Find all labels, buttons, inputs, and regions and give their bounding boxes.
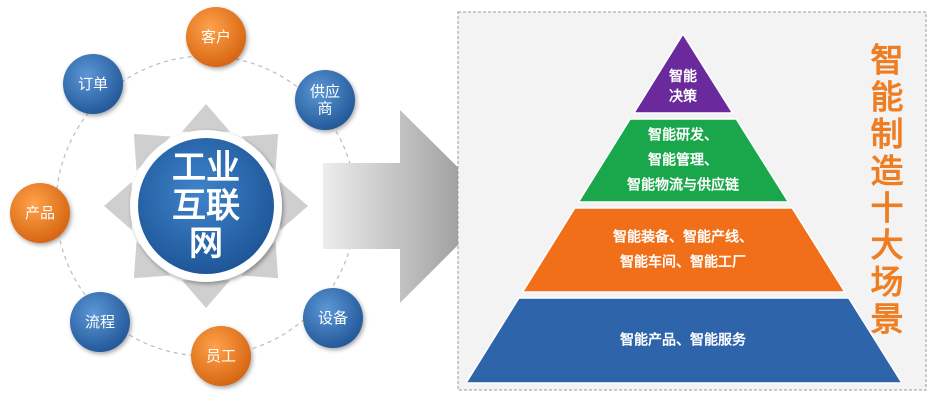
- pyramid-level-label: 智能: [668, 68, 697, 85]
- hub-label-line: 网: [189, 224, 223, 264]
- side-title-char: 大: [871, 226, 904, 265]
- hub-arrowhead: [181, 104, 231, 132]
- satellite-order: 订单: [63, 54, 123, 114]
- pyramid-level-rnd-mgmt-logistics: 智能研发、智能管理、智能物流与供应链: [577, 118, 790, 203]
- pyramid-level-product-service: 智能产品、智能服务: [464, 297, 904, 384]
- transition-arrow: [323, 110, 497, 303]
- satellite-label: 订单: [78, 75, 108, 93]
- satellite-label: 员工: [206, 347, 236, 365]
- satellite-label: 客户: [201, 28, 231, 46]
- hub-arrowhead: [133, 133, 171, 171]
- pyramid-level-shape: [577, 118, 790, 203]
- side-title-char: 景: [871, 300, 904, 339]
- pyramid-level-label: 智能物流与供应链: [626, 177, 740, 194]
- pyramid-level-shape: [632, 32, 734, 114]
- hub-circle: [138, 138, 274, 274]
- hub-arrowhead: [133, 241, 171, 279]
- pyramid-level-label: 决策: [669, 88, 698, 105]
- hub-arrowhead: [241, 133, 279, 171]
- hub-label-line: 工业: [172, 148, 240, 188]
- satellite-equipment: 设备: [303, 288, 363, 348]
- satellite-circle: [63, 54, 123, 114]
- pyramid-level-label: 智能管理、: [647, 152, 718, 169]
- hub-arrows: [104, 104, 308, 308]
- satellite-circle: [303, 288, 363, 348]
- hub-arrowhead: [241, 241, 279, 279]
- pyramid-level-label: 智能产品、智能服务: [619, 332, 747, 349]
- satellite-label: 设备: [318, 309, 348, 327]
- hub-arrowhead: [280, 181, 308, 231]
- satellite-circle: [191, 326, 251, 386]
- satellite-employee: 员工: [191, 326, 251, 386]
- satellite-supplier: 供应商: [295, 70, 355, 130]
- pyramid-level-label: 智能车间、智能工厂: [619, 254, 746, 271]
- satellite-label: 供应: [310, 83, 340, 101]
- pyramid-level-shape: [521, 207, 847, 293]
- satellite-product: 产品: [10, 183, 70, 243]
- pyramid: 智能决策智能研发、智能管理、智能物流与供应链智能装备、智能产线、智能车间、智能工…: [464, 32, 904, 384]
- side-title-char: 能: [871, 78, 904, 117]
- satellite-circle: [295, 70, 355, 130]
- hub-node: [130, 130, 282, 282]
- side-title-char: 造: [871, 152, 904, 191]
- satellite-label: 产品: [25, 204, 55, 222]
- satellite-customer: 客户: [186, 7, 246, 67]
- pyramid-level-label: 智能研发、: [647, 127, 718, 144]
- hub-arrowhead: [181, 280, 231, 308]
- satellite-label: 流程: [85, 313, 115, 331]
- side-title-char: 智: [871, 41, 904, 80]
- satellite-circle: [10, 183, 70, 243]
- satellite-circle: [70, 292, 130, 352]
- side-title-char: 场: [871, 263, 904, 302]
- satellite-label: 商: [317, 100, 332, 118]
- pyramid-level-equipment-line-workshop-factory: 智能装备、智能产线、智能车间、智能工厂: [521, 207, 847, 293]
- hub-arrowhead: [104, 181, 132, 231]
- side-title-char: 十: [871, 189, 904, 228]
- satellite-process: 流程: [70, 292, 130, 352]
- satellite-circle: [186, 7, 246, 67]
- hub-label-line: 互联: [172, 186, 240, 226]
- pyramid-level-label: 智能装备、智能产线、: [612, 229, 753, 246]
- side-title-char: 制: [871, 115, 904, 154]
- pyramid-level-shape: [464, 297, 904, 384]
